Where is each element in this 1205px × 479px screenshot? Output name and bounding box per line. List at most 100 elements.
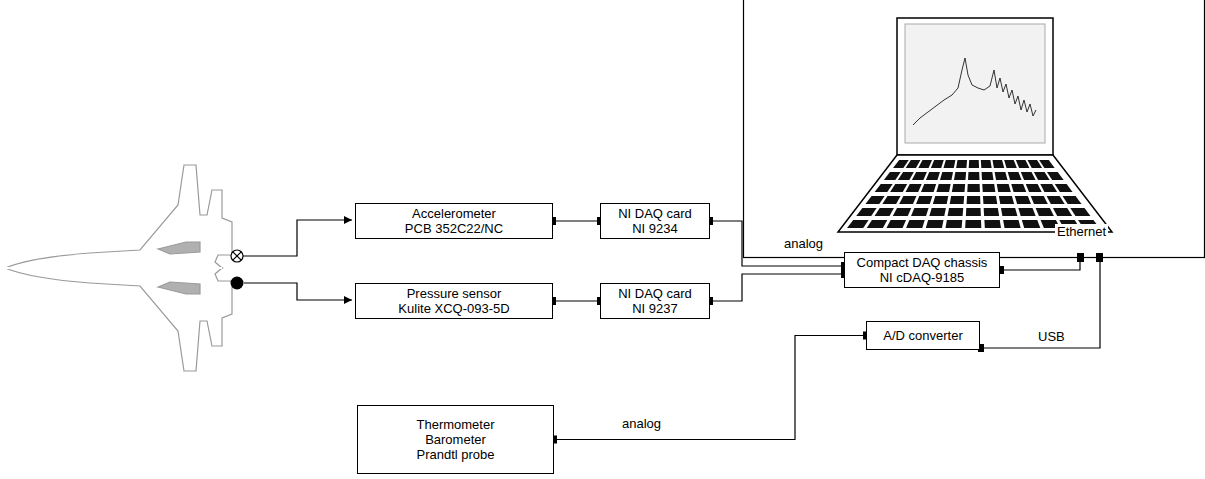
cables xyxy=(983,262,1100,348)
process-box: AccelerometerPCB 352C22/NC xyxy=(355,203,553,239)
box-text: A/D converter xyxy=(883,328,962,343)
process-box: NI DAQ cardNI 9237 xyxy=(600,283,710,319)
process-box: A/D converter xyxy=(866,321,980,350)
key xyxy=(943,160,955,168)
computer-frame xyxy=(744,0,1205,258)
key xyxy=(1034,172,1050,180)
signal-wire xyxy=(554,336,866,440)
key xyxy=(945,220,962,228)
key xyxy=(911,208,929,216)
key xyxy=(1022,220,1040,228)
process-box: Pressure sensorKulite XCQ-093-5D xyxy=(355,283,553,319)
key xyxy=(886,220,906,228)
key xyxy=(912,172,927,180)
key xyxy=(884,172,901,180)
key xyxy=(1008,172,1022,180)
key xyxy=(950,196,964,204)
box-text: Accelerometer xyxy=(412,206,496,221)
key xyxy=(931,160,944,168)
key xyxy=(899,196,916,204)
box-text: NI 9237 xyxy=(632,301,678,316)
key xyxy=(969,160,979,168)
key xyxy=(982,184,995,192)
key xyxy=(956,160,967,168)
key xyxy=(906,220,925,228)
key xyxy=(952,184,965,192)
key xyxy=(916,196,932,204)
key xyxy=(1040,184,1057,192)
key xyxy=(983,196,997,204)
sensor-symbols xyxy=(231,250,244,290)
signal-wire xyxy=(553,220,600,221)
box-text: Prandtl probe xyxy=(416,447,494,462)
signal-wire xyxy=(553,300,600,301)
box-text: PCB 352C22/NC xyxy=(405,221,503,236)
box-text: Pressure sensor xyxy=(407,286,502,301)
sensor-leads xyxy=(243,220,352,300)
key xyxy=(875,184,893,192)
key xyxy=(867,220,888,228)
ethernet-port xyxy=(1077,253,1084,262)
key xyxy=(992,160,1004,168)
key xyxy=(984,220,1001,228)
key xyxy=(968,172,979,180)
key xyxy=(926,172,940,180)
key xyxy=(1036,208,1054,216)
key xyxy=(875,208,894,216)
key xyxy=(1031,196,1048,204)
key xyxy=(1001,208,1017,216)
key xyxy=(1026,184,1042,192)
key xyxy=(999,196,1014,204)
key xyxy=(936,184,950,192)
key xyxy=(856,208,876,216)
key xyxy=(940,172,953,180)
key xyxy=(1027,160,1042,168)
key xyxy=(1021,172,1036,180)
key xyxy=(1004,160,1017,168)
key xyxy=(926,220,944,228)
key xyxy=(982,172,994,180)
process-box: NI DAQ cardNI 9234 xyxy=(600,203,710,239)
key xyxy=(906,160,921,168)
process-box: Compact DAQ chassisNI cDAQ-9185 xyxy=(844,252,1000,288)
key xyxy=(893,208,911,216)
key xyxy=(865,196,884,204)
usb-port xyxy=(1096,253,1103,262)
key xyxy=(1070,208,1090,216)
box-text: NI 9234 xyxy=(632,221,678,236)
key xyxy=(1039,160,1055,168)
aircraft xyxy=(5,165,232,371)
key xyxy=(948,208,964,216)
key xyxy=(921,184,936,192)
key xyxy=(984,208,999,216)
key xyxy=(1047,196,1065,204)
key xyxy=(967,196,981,204)
key xyxy=(1055,184,1073,192)
signal-wire xyxy=(710,221,844,266)
key xyxy=(898,172,914,180)
box-text: NI cDAQ-9185 xyxy=(880,270,965,285)
key xyxy=(1011,184,1026,192)
key xyxy=(954,172,966,180)
key xyxy=(981,160,992,168)
key xyxy=(1018,208,1035,216)
key xyxy=(1047,172,1064,180)
signal-label: analog xyxy=(620,416,663,431)
key xyxy=(847,220,868,228)
key xyxy=(965,220,981,228)
process-box: ThermometerBarometerPrandtl probe xyxy=(357,405,554,474)
key xyxy=(995,172,1008,180)
key xyxy=(1003,220,1021,228)
key xyxy=(929,208,946,216)
key xyxy=(997,184,1011,192)
key xyxy=(890,184,907,192)
key xyxy=(893,160,909,168)
laptop xyxy=(838,18,1112,232)
box-text: Kulite XCQ-093-5D xyxy=(398,301,509,316)
key xyxy=(1015,196,1031,204)
box-text: NI DAQ card xyxy=(618,206,692,221)
key xyxy=(1053,208,1072,216)
cable-label: Ethernet xyxy=(1055,224,1108,239)
